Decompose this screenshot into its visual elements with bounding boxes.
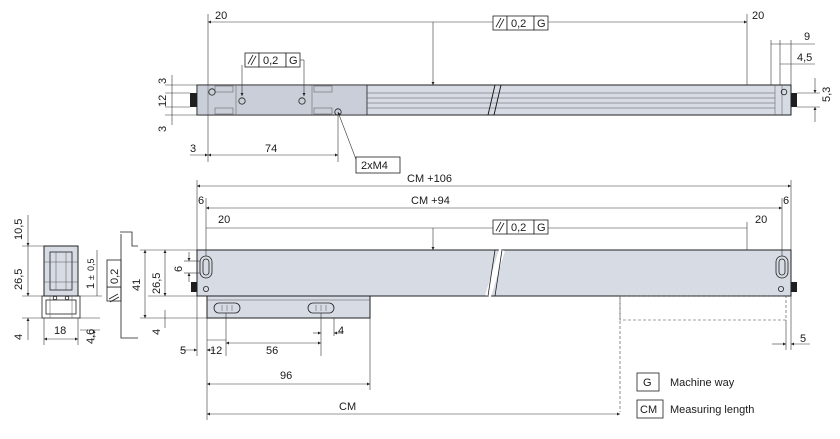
top-thread-callout: 2xM4 [361, 160, 388, 172]
top-datum: G [537, 18, 546, 30]
side-dim-26-5: 26,5 [13, 269, 25, 290]
side-view: 10,5 26,5 4 1 ± 0,5 18 4,6 [13, 215, 102, 345]
top-mounting-block [196, 84, 368, 116]
side-dim-10-5: 10,5 [13, 219, 25, 240]
front-dim-cm-94: CM +94 [411, 195, 450, 207]
front-dim-6-hole: 6 [173, 266, 185, 272]
front-dim-5-right: 5 [800, 333, 806, 345]
front-dim-cm-106: CM +106 [407, 173, 452, 185]
top-small-datum: G [289, 55, 298, 67]
front-dim-6-right: 6 [783, 195, 789, 207]
top-dim-20-right: 20 [752, 10, 764, 22]
front-dim-4-left: 4 [151, 329, 163, 335]
front-tolerance-value: 0,2 [511, 222, 526, 234]
side-dim-18: 18 [54, 325, 66, 337]
top-dim-20-left: 20 [215, 10, 227, 22]
end-cap-right [791, 93, 797, 107]
legend-g-symbol: G [643, 377, 652, 389]
legend: G Machine way CM Measuring length [636, 372, 754, 419]
front-dim-26-5: 26,5 [151, 273, 163, 294]
front-dim-20-left: 20 [218, 214, 230, 226]
front-dim-5: 5 [180, 345, 186, 357]
reading-head [206, 295, 371, 319]
side-dim-pm: ± [86, 275, 96, 280]
legend-cm-label: Measuring length [670, 404, 754, 416]
thread-callout-box [355, 156, 401, 174]
side-dim-1: 1 [85, 283, 97, 289]
side-tolerance-frame: 0,2 [106, 231, 138, 339]
top-tolerance-value: 0,2 [511, 18, 526, 30]
legend-g-label: Machine way [670, 377, 735, 389]
screw-hole-icon [208, 88, 216, 96]
front-datum: G [537, 222, 546, 234]
front-dim-12: 12 [210, 345, 222, 357]
top-dim-3-bottom: 3 [157, 126, 169, 132]
top-view: 20 20 0,2 G 0,2 G [157, 10, 833, 174]
end-cap-left [190, 93, 197, 107]
screw-hole-icon [202, 285, 209, 292]
cable-outline [619, 295, 787, 321]
side-head [41, 295, 81, 319]
front-view: CM +106 CM +94 6 6 20 20 0,2 G 6 [106, 173, 810, 420]
screw-hole-icon [778, 285, 785, 292]
top-dim-3-left: 3 [190, 143, 196, 155]
side-dim-0-5: 0,5 [86, 258, 96, 271]
screw-hole-icon [298, 97, 306, 105]
legend-cm-box [636, 399, 664, 419]
top-small-tolerance-frame: 0,2 G [240, 52, 306, 96]
screw-hole-icon [238, 97, 246, 105]
front-dim-4-right: 4 [338, 325, 344, 337]
legend-cm-symbol: CM [640, 404, 657, 416]
top-dim-74: 74 [265, 143, 277, 155]
top-dim-12: 12 [157, 95, 169, 107]
side-dim-4: 4 [13, 334, 25, 340]
top-small-tolerance-value: 0,2 [263, 55, 278, 67]
screw-hole-icon [780, 88, 788, 96]
top-dim-3-top: 3 [157, 78, 169, 84]
top-dim-9: 9 [804, 31, 810, 43]
front-dim-20-right: 20 [755, 214, 767, 226]
side-dim-4-6: 4,6 [85, 329, 97, 344]
front-dim-cm: CM [339, 401, 356, 413]
side-tolerance-value: 0,2 [109, 269, 121, 284]
top-dim-4-5: 4,5 [797, 52, 812, 64]
front-dim-41: 41 [131, 279, 143, 291]
top-tolerance-frame: 0,2 G [492, 15, 549, 31]
front-dim-96: 96 [280, 370, 292, 382]
side-profile [43, 245, 79, 297]
front-tolerance-frame: 0,2 G [492, 219, 549, 235]
front-dim-56: 56 [266, 345, 278, 357]
front-dim-6-left: 6 [198, 195, 204, 207]
top-dim-5-3: 5,3 [821, 87, 833, 102]
legend-g-box [636, 372, 660, 392]
